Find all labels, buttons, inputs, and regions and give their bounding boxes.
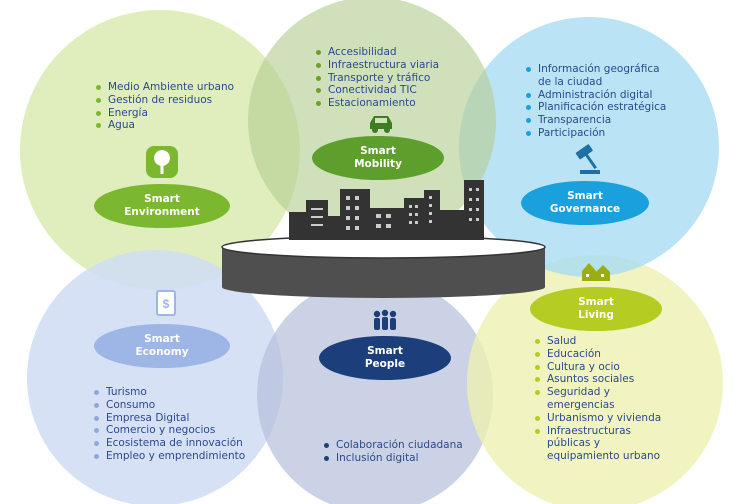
economy-items: Turismo Consumo Empresa Digital Comercio… — [94, 386, 245, 463]
list-item: Transporte y tráfico — [316, 72, 439, 85]
governance-pill — [521, 181, 649, 225]
living-title-line2: Living — [578, 309, 614, 321]
list-item-continuation: equipamiento urbano — [547, 450, 661, 463]
governance-title-line1: Smart — [567, 190, 603, 202]
environment-title-line2: Environment — [124, 206, 200, 218]
list-item: Turismo — [94, 386, 245, 399]
list-item: Inclusión digital — [324, 452, 463, 465]
living-title-line1: Smart — [578, 296, 614, 308]
list-item: Seguridad y — [535, 386, 661, 399]
list-item-continuation: públicas y — [547, 437, 601, 450]
list-item: Participación — [526, 127, 666, 140]
list-item: Comercio y negocios — [94, 424, 245, 437]
list-item: Transparencia — [526, 114, 666, 127]
list-item: Cultura y ocio — [535, 361, 661, 374]
list-item: Consumo — [94, 399, 245, 412]
list-item: Ecosistema de innovación — [94, 437, 245, 450]
living-items: Salud Educación Cultura y ocio Asuntos s… — [535, 335, 661, 463]
list-item: Accesibilidad — [316, 46, 439, 59]
governance-items: Información geográfica de la ciudad Admi… — [526, 63, 666, 140]
tree-icon — [146, 146, 178, 178]
governance-title-line2: Governance — [549, 203, 621, 215]
people-title-line1: Smart — [367, 345, 403, 357]
list-item: Estacionamiento — [316, 97, 439, 110]
list-item: Educación — [535, 348, 661, 361]
platform-bottom — [222, 276, 545, 298]
list-item: Información geográfica — [526, 63, 666, 76]
list-item: Empresa Digital — [94, 412, 245, 425]
list-item: Conectividad TIC — [316, 84, 439, 97]
list-item: Colaboración ciudadana — [324, 439, 463, 452]
list-item: Asuntos sociales — [535, 373, 661, 386]
list-item-continuation: de la ciudad — [538, 75, 603, 88]
people-title-line2: People — [364, 358, 406, 370]
list-item: Administración digital — [526, 89, 666, 102]
economy-title-line2: Economy — [135, 346, 189, 358]
living-circle — [467, 255, 723, 504]
economy-title-line1: Smart — [144, 333, 180, 345]
environment-items: Medio Ambiente urbano Gestión de residuo… — [96, 81, 234, 132]
people-pill — [319, 336, 451, 380]
list-item: Energía — [96, 107, 234, 120]
city-platform — [221, 235, 546, 298]
mobility-title-line2: Mobility — [354, 158, 402, 170]
economy-circle — [27, 250, 283, 504]
people-items: Colaboración ciudadana Inclusión digital — [324, 439, 463, 465]
mobility-title-line1: Smart — [360, 145, 396, 157]
list-item: Infraestructuras — [535, 425, 661, 438]
city-skyline-icon — [289, 180, 484, 240]
people-icon — [373, 309, 397, 330]
car-icon — [370, 116, 392, 133]
list-item: Planificación estratégica — [526, 101, 666, 114]
mobility-items: Accesibilidad Infraestructura viaria Tra… — [316, 46, 439, 110]
list-item: Infraestructura viaria — [316, 59, 439, 72]
economy-pill — [94, 324, 230, 368]
mobility-pill — [312, 136, 444, 180]
environment-title-line1: Smart — [144, 193, 180, 205]
list-item: Agua — [96, 119, 234, 132]
environment-pill — [94, 184, 230, 228]
svg-text:$: $ — [163, 297, 170, 311]
list-item: Urbanismo y vivienda — [535, 412, 661, 425]
houses-icon — [582, 263, 610, 281]
money-document-icon: $ — [156, 290, 176, 316]
list-item: Medio Ambiente urbano — [96, 81, 234, 94]
list-item-continuation: emergencias — [547, 398, 615, 411]
list-item: Gestión de residuos — [96, 94, 234, 107]
list-item: Empleo y emprendimiento — [94, 450, 245, 463]
list-item: Salud — [535, 335, 661, 348]
gavel-icon — [575, 144, 600, 174]
living-pill — [530, 287, 662, 331]
people-circle — [257, 277, 493, 504]
